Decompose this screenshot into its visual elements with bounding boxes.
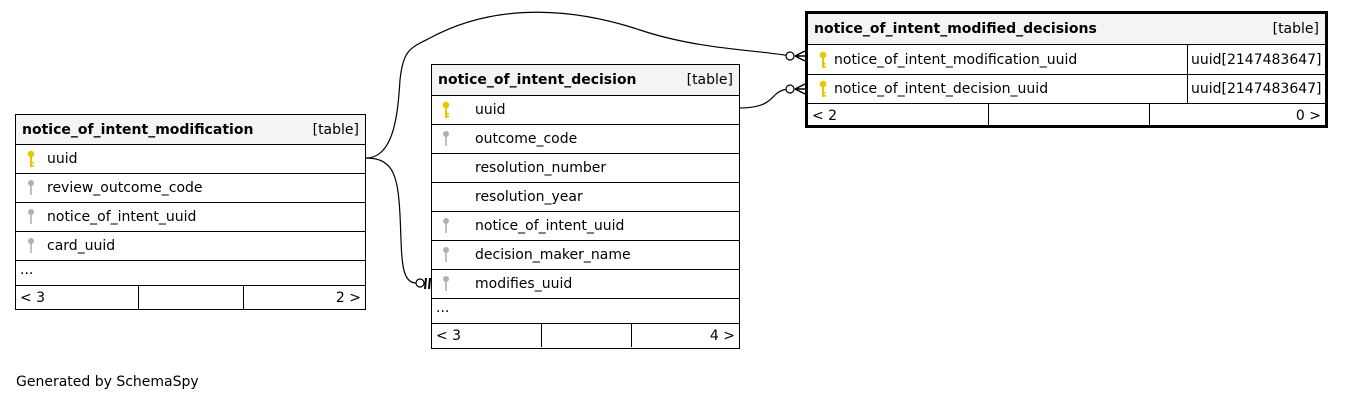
table-name: notice_of_intent_decision xyxy=(438,72,637,88)
table-kind: [table] xyxy=(686,72,733,88)
generated-by-credit: Generated by SchemaSpy xyxy=(16,374,199,390)
children-count: 0 > xyxy=(1295,107,1321,124)
column-row-notice-of-intent-modification-uuid[interactable]: notice_of_intent_modification_uuid uuid[… xyxy=(808,45,1325,75)
foreign-key-icon xyxy=(28,180,34,195)
column-name: card_uuid xyxy=(47,238,116,254)
column-row-resolution-year[interactable]: resolution_year xyxy=(432,183,739,212)
primary-key-icon xyxy=(27,150,35,167)
column-name-cell: notice_of_intent_modification_uuid xyxy=(808,45,1188,74)
column-row-uuid[interactable]: uuid xyxy=(16,145,365,174)
foreign-key-icon xyxy=(443,276,449,291)
column-row-decision-maker-name[interactable]: decision_maker_name xyxy=(432,241,739,270)
foreign-key-icon xyxy=(443,247,449,262)
more-columns-ellipsis[interactable]: ... xyxy=(432,299,739,324)
column-name: resolution_year xyxy=(475,189,583,205)
foreign-key-icon xyxy=(28,209,34,224)
relation-end-circle xyxy=(785,84,795,94)
more-columns-ellipsis[interactable]: ... xyxy=(16,261,365,286)
foreign-key-icon xyxy=(443,218,449,233)
table-kind: [table] xyxy=(1272,21,1319,37)
column-name-cell: notice_of_intent_decision_uuid xyxy=(808,75,1188,103)
primary-key-icon xyxy=(819,51,827,68)
column-name: notice_of_intent_uuid xyxy=(475,218,625,234)
relation-line-modification-to-decision-modifies xyxy=(365,157,417,284)
table-name: notice_of_intent_modification xyxy=(22,121,254,138)
column-name: outcome_code xyxy=(475,131,578,147)
table-notice-of-intent-modified-decisions[interactable]: notice_of_intent_modified_decisions [tab… xyxy=(805,11,1328,128)
column-row-review-outcome-code[interactable]: review_outcome_code xyxy=(16,174,365,203)
column-name: uuid xyxy=(475,102,506,118)
parents-link[interactable]: < 3 xyxy=(432,324,542,347)
children-link[interactable]: 2 > xyxy=(244,286,365,309)
column-name: decision_maker_name xyxy=(475,247,631,263)
column-type-cell: uuid[2147483647] xyxy=(1188,75,1322,103)
column-row-modifies-uuid[interactable]: modifies_uuid xyxy=(432,270,739,299)
parents-link[interactable]: < 3 xyxy=(16,286,139,309)
ellipsis-text: ... xyxy=(436,300,450,316)
ellipsis-text: ... xyxy=(20,262,34,278)
column-name: notice_of_intent_decision_uuid xyxy=(834,81,1049,97)
table-notice-of-intent-modification[interactable]: notice_of_intent_modification [table] uu… xyxy=(15,114,366,310)
foreign-key-icon xyxy=(28,238,34,253)
footer-spacer xyxy=(139,286,244,309)
column-row-notice-of-intent-uuid[interactable]: notice_of_intent_uuid xyxy=(432,212,739,241)
table-notice-of-intent-decision[interactable]: notice_of_intent_decision [table] uuid o… xyxy=(431,64,740,349)
relation-end-circle xyxy=(415,278,425,288)
relation-end-circle xyxy=(785,51,795,61)
table-header: notice_of_intent_decision [table] xyxy=(432,65,739,96)
foreign-key-icon xyxy=(443,131,449,146)
parents-link[interactable]: < 2 xyxy=(808,104,989,127)
column-name: resolution_number xyxy=(475,160,607,176)
column-name: notice_of_intent_modification_uuid xyxy=(834,51,1078,68)
table-footer: < 2 0 > xyxy=(808,104,1325,127)
table-header: notice_of_intent_modification [table] xyxy=(16,115,365,145)
column-row-uuid[interactable]: uuid xyxy=(432,96,739,125)
relation-line-modification-to-modified-decisions xyxy=(365,11,791,159)
relation-one-marker xyxy=(424,277,431,290)
children-count: 4 > xyxy=(709,327,735,344)
relation-line-decision-to-modified-decisions xyxy=(738,88,791,109)
column-type: uuid[2147483647] xyxy=(1191,81,1322,97)
children-link[interactable]: 0 > xyxy=(1150,104,1325,127)
table-header: notice_of_intent_modified_decisions [tab… xyxy=(808,14,1325,45)
column-row-outcome-code[interactable]: outcome_code xyxy=(432,125,739,154)
relation-crowfoot xyxy=(794,83,806,95)
primary-key-icon xyxy=(819,80,827,97)
column-row-resolution-number[interactable]: resolution_number xyxy=(432,154,739,183)
parents-count: < 3 xyxy=(20,289,46,306)
column-row-card-uuid[interactable]: card_uuid xyxy=(16,232,365,261)
footer-spacer xyxy=(989,104,1150,127)
table-name: notice_of_intent_modified_decisions xyxy=(814,21,1097,37)
children-count: 2 > xyxy=(335,289,361,306)
primary-key-icon xyxy=(442,101,450,118)
parents-count: < 3 xyxy=(436,327,462,344)
parents-count: < 2 xyxy=(812,107,838,124)
children-link[interactable]: 4 > xyxy=(632,324,739,347)
column-name: review_outcome_code xyxy=(47,180,203,196)
table-kind: [table] xyxy=(312,121,359,138)
column-name: modifies_uuid xyxy=(475,276,573,292)
column-row-notice-of-intent-decision-uuid[interactable]: notice_of_intent_decision_uuid uuid[2147… xyxy=(808,75,1325,104)
table-footer: < 3 4 > xyxy=(432,324,739,347)
column-row-notice-of-intent-uuid[interactable]: notice_of_intent_uuid xyxy=(16,203,365,232)
column-type: uuid[2147483647] xyxy=(1191,51,1322,68)
column-type-cell: uuid[2147483647] xyxy=(1188,45,1322,74)
footer-spacer xyxy=(542,324,632,347)
relation-crowfoot xyxy=(794,50,806,62)
column-name: uuid xyxy=(47,151,78,167)
column-name: notice_of_intent_uuid xyxy=(47,209,197,225)
table-footer: < 3 2 > xyxy=(16,286,365,309)
